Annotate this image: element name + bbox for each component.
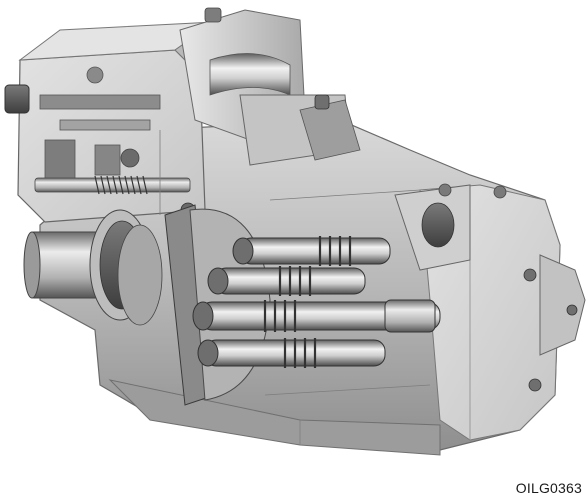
drive-shaft bbox=[23, 209, 163, 326]
compensator-housing bbox=[179, 7, 361, 166]
piston-2 bbox=[207, 266, 366, 296]
piston-1 bbox=[232, 236, 391, 266]
piston-assembly bbox=[192, 236, 441, 368]
piston-4 bbox=[197, 338, 386, 368]
port-block bbox=[394, 183, 586, 392]
figure-reference-code: OILG0363 bbox=[515, 480, 582, 496]
section-lines bbox=[159, 130, 431, 445]
piston-3 bbox=[192, 299, 441, 333]
